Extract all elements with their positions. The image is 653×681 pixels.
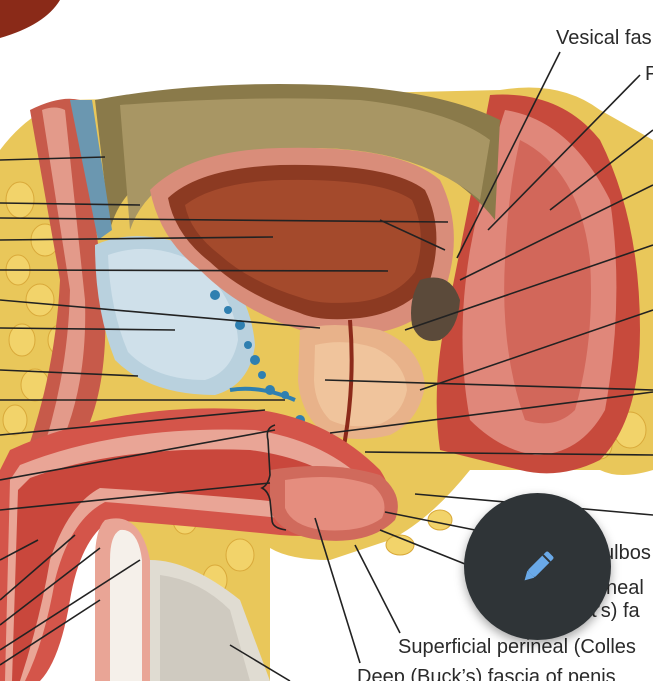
edit-button[interactable] [464, 493, 611, 640]
label-bulbospongiosus: ulbos [603, 542, 651, 564]
label-vesical-fascia: Vesical fas [556, 27, 652, 49]
label-superficial-perineal: Superficial perineal (Colles [398, 636, 640, 658]
label-perineal: neal [606, 577, 644, 599]
label-partial-p: P [645, 63, 653, 85]
label-deep-fascia: Deep (Buck’s) fascia of penis [357, 666, 616, 681]
pencil-icon [524, 551, 553, 580]
